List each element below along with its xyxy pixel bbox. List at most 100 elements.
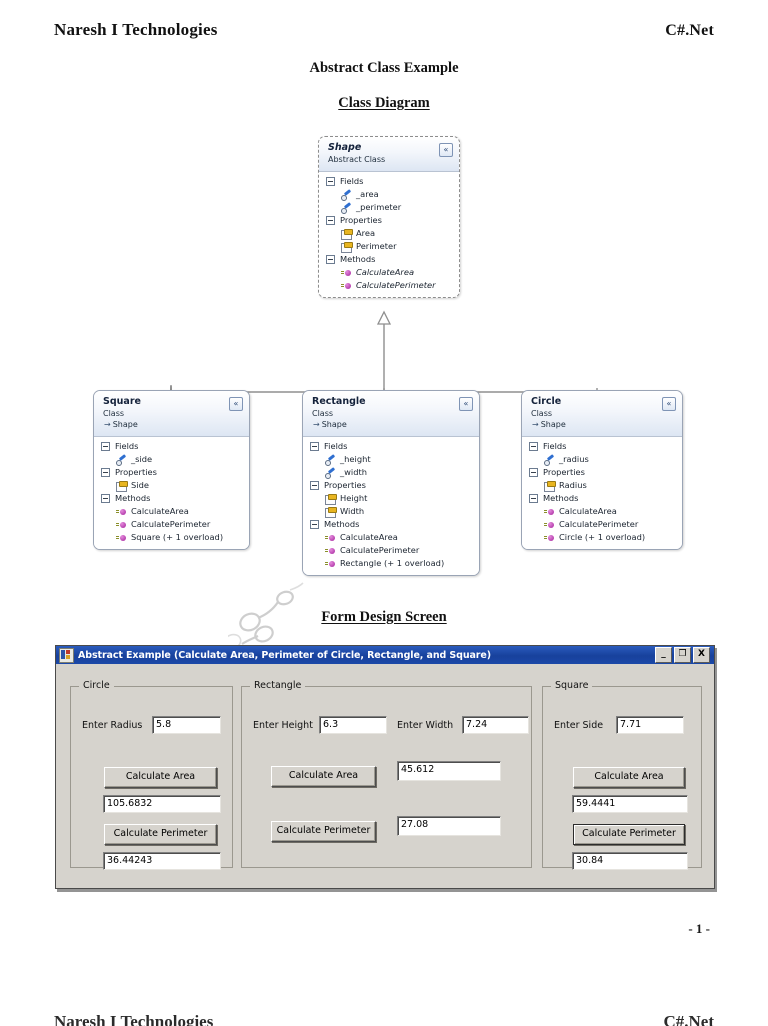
- uml-group-properties[interactable]: Properties: [522, 466, 682, 479]
- uml-group-methods[interactable]: Methods: [319, 253, 459, 266]
- uml-member[interactable]: _height: [303, 453, 479, 466]
- uml-member[interactable]: CalculateArea: [303, 531, 479, 544]
- uml-member[interactable]: Square (+ 1 overload): [94, 531, 249, 544]
- button-rectangle-calculate-perimeter[interactable]: Calculate Perimeter: [271, 821, 376, 842]
- uml-group-properties[interactable]: Properties: [94, 466, 249, 479]
- collapse-box-icon[interactable]: [101, 442, 110, 451]
- uml-group-label: Fields: [324, 441, 348, 451]
- uml-class-shape[interactable]: Shape Abstract Class « Fields _area _per…: [318, 136, 460, 298]
- uml-member[interactable]: Perimeter: [319, 240, 459, 253]
- uml-class-rectangle[interactable]: Rectangle Class →Shape « Fields _height …: [302, 390, 480, 576]
- uml-group-fields[interactable]: Fields: [319, 175, 459, 188]
- uml-header: Circle Class →Shape «: [522, 391, 682, 437]
- window-titlebar[interactable]: Abstract Example (Calculate Area, Perime…: [56, 646, 714, 664]
- uml-group-fields[interactable]: Fields: [94, 440, 249, 453]
- uml-member[interactable]: CalculateArea: [319, 266, 459, 279]
- uml-member[interactable]: CalculatePerimeter: [94, 518, 249, 531]
- output-circle-area[interactable]: 105.6832: [103, 795, 221, 813]
- collapse-box-icon[interactable]: [326, 255, 335, 264]
- uml-member-label: Rectangle (+ 1 overload): [340, 558, 445, 568]
- uml-member-label: Area: [356, 228, 376, 238]
- uml-member[interactable]: CalculateArea: [522, 505, 682, 518]
- field-icon: [325, 468, 336, 479]
- uml-member-label: CalculatePerimeter: [356, 280, 436, 290]
- uml-member-label: Radius: [559, 480, 587, 490]
- input-radius[interactable]: 5.8: [152, 716, 221, 734]
- collapse-box-icon[interactable]: [101, 468, 110, 477]
- button-rectangle-calculate-area[interactable]: Calculate Area: [271, 766, 376, 787]
- uml-group-fields[interactable]: Fields: [522, 440, 682, 453]
- uml-member[interactable]: CalculateArea: [94, 505, 249, 518]
- collapse-box-icon[interactable]: [529, 442, 538, 451]
- button-square-calculate-perimeter[interactable]: Calculate Perimeter: [573, 824, 685, 845]
- uml-member[interactable]: Area: [319, 227, 459, 240]
- uml-member[interactable]: Width: [303, 505, 479, 518]
- collapse-box-icon[interactable]: [101, 494, 110, 503]
- uml-member[interactable]: _side: [94, 453, 249, 466]
- input-height[interactable]: 6.3: [319, 716, 387, 734]
- uml-member-label: _radius: [559, 454, 589, 464]
- uml-body: Fields _height _width Properties Height …: [303, 437, 479, 575]
- uml-member[interactable]: Radius: [522, 479, 682, 492]
- chevron-double-up-icon[interactable]: «: [662, 397, 676, 411]
- label-enter-radius: Enter Radius: [82, 720, 143, 731]
- uml-member[interactable]: Side: [94, 479, 249, 492]
- output-square-area[interactable]: 59.4441: [572, 795, 688, 813]
- uml-member[interactable]: _perimeter: [319, 201, 459, 214]
- uml-group-fields[interactable]: Fields: [303, 440, 479, 453]
- collapse-box-icon[interactable]: [326, 216, 335, 225]
- chevron-double-up-icon[interactable]: «: [439, 143, 453, 157]
- output-circle-perimeter[interactable]: 36.44243: [103, 852, 221, 870]
- uml-class-name: Square: [103, 396, 141, 407]
- uml-group-properties[interactable]: Properties: [303, 479, 479, 492]
- next-page-header-left: Naresh I Technologies: [54, 1012, 214, 1026]
- method-icon: [116, 520, 127, 530]
- close-button[interactable]: X: [693, 647, 710, 663]
- uml-member[interactable]: _radius: [522, 453, 682, 466]
- button-circle-calculate-perimeter[interactable]: Calculate Perimeter: [104, 824, 217, 845]
- uml-member[interactable]: _width: [303, 466, 479, 479]
- input-width[interactable]: 7.24: [462, 716, 529, 734]
- uml-group-methods[interactable]: Methods: [522, 492, 682, 505]
- uml-group-methods[interactable]: Methods: [303, 518, 479, 531]
- uml-member[interactable]: Circle (+ 1 overload): [522, 531, 682, 544]
- uml-group-label: Properties: [543, 467, 585, 477]
- uml-member[interactable]: CalculatePerimeter: [303, 544, 479, 557]
- method-icon: [116, 507, 127, 517]
- uml-member[interactable]: _area: [319, 188, 459, 201]
- uml-group-properties[interactable]: Properties: [319, 214, 459, 227]
- uml-member[interactable]: CalculatePerimeter: [319, 279, 459, 292]
- collapse-box-icon[interactable]: [529, 494, 538, 503]
- collapse-box-icon[interactable]: [326, 177, 335, 186]
- uml-member-label: CalculateArea: [340, 532, 398, 542]
- button-circle-calculate-area[interactable]: Calculate Area: [104, 767, 217, 788]
- uml-member-label: CalculateArea: [356, 267, 415, 277]
- collapse-box-icon[interactable]: [529, 468, 538, 477]
- window-controls: _ ❐ X: [655, 647, 712, 663]
- uml-member-label: _height: [340, 454, 371, 464]
- button-square-calculate-area[interactable]: Calculate Area: [573, 767, 685, 788]
- output-rectangle-area[interactable]: 45.612: [397, 761, 501, 781]
- method-icon: [341, 268, 352, 278]
- uml-body: Fields _radius Properties Radius Methods…: [522, 437, 682, 549]
- uml-member[interactable]: Height: [303, 492, 479, 505]
- uml-class-square[interactable]: Square Class →Shape « Fields _side Prope…: [93, 390, 250, 550]
- collapse-box-icon[interactable]: [310, 442, 319, 451]
- maximize-button[interactable]: ❐: [674, 647, 691, 663]
- page-header: Naresh I Technologies C#.Net: [54, 20, 714, 40]
- output-rectangle-perimeter[interactable]: 27.08: [397, 816, 501, 836]
- uml-group-methods[interactable]: Methods: [94, 492, 249, 505]
- collapse-box-icon[interactable]: [310, 481, 319, 490]
- chevron-double-up-icon[interactable]: «: [229, 397, 243, 411]
- class-diagram-heading: Class Diagram: [0, 95, 768, 112]
- output-square-perimeter[interactable]: 30.84: [572, 852, 688, 870]
- collapse-box-icon[interactable]: [310, 520, 319, 529]
- form-design-heading-text: Form Design Screen: [321, 609, 447, 625]
- minimize-button[interactable]: _: [655, 647, 672, 663]
- property-icon: [341, 241, 353, 253]
- uml-member[interactable]: Rectangle (+ 1 overload): [303, 557, 479, 570]
- chevron-double-up-icon[interactable]: «: [459, 397, 473, 411]
- input-side[interactable]: 7.71: [616, 716, 684, 734]
- uml-member[interactable]: CalculatePerimeter: [522, 518, 682, 531]
- uml-class-circle[interactable]: Circle Class →Shape « Fields _radius Pro…: [521, 390, 683, 550]
